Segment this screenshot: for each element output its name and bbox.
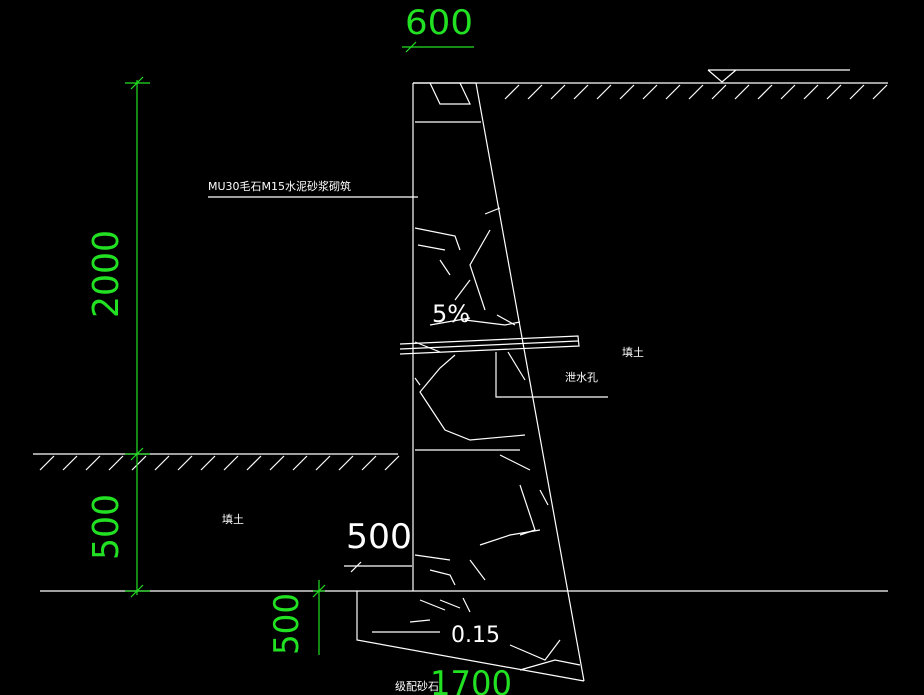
hatch-stroke [39,455,55,471]
fill-soil-left-label: 填土 [222,512,244,526]
hatch-stroke [665,84,681,100]
hatch-stroke [826,84,842,100]
hatch-stroke [246,455,262,471]
hatch-stroke [573,84,589,100]
hatch-stroke [734,84,750,100]
base-width-dimension: 1700 [430,664,512,695]
toe-dimension-line [344,561,412,573]
hatch-stroke [642,84,658,100]
drain-pipe [399,335,608,398]
lower-height-dimension: 500 [86,494,127,560]
hatch-stroke [292,455,308,471]
vertical-dimension-line [125,76,150,598]
hatch-stroke [504,84,520,100]
hatch-stroke [154,455,170,471]
base-ratio-label: 0.15 [451,623,500,648]
hatch-stroke [361,455,377,471]
hatch-stroke [527,84,543,100]
rubble-stone-texture [372,82,581,671]
hatch-stroke [200,455,216,471]
hatch-stroke [849,84,865,100]
hatch-stroke [315,455,331,471]
hatch-stroke [223,455,239,471]
hatch-stroke [85,455,101,471]
toe-width-dimension: 500 [346,517,412,557]
hatch-stroke [803,84,819,100]
hatch-stroke [384,455,400,471]
slope-label: 5% [432,300,470,328]
top-ground-line [413,69,888,84]
hatch-stroke [62,455,78,471]
hatch-stroke [131,455,147,471]
hatch-stroke [338,455,354,471]
base-material-label: 级配砂石 [395,680,439,693]
wall-material-label: MU30毛石M15水泥砂浆砌筑 [208,179,351,193]
middle-ground-hatch [39,455,400,471]
hatch-stroke [872,84,888,100]
hatch-stroke [619,84,635,100]
hatch-stroke [177,455,193,471]
upper-height-dimension: 2000 [86,230,127,318]
hatch-stroke [688,84,704,100]
hatch-stroke [596,84,612,100]
top-width-dimension-line [402,41,474,53]
hatch-stroke [711,84,727,100]
wall-outline [356,82,585,682]
footing-dimension-line [312,580,326,655]
footing-depth-dimension: 500 [267,593,307,655]
hatch-stroke [757,84,773,100]
hatch-stroke [550,84,566,100]
drain-hole-label: 泄水孔 [565,371,598,384]
hatch-stroke [780,84,796,100]
top-ground-hatch [504,84,888,100]
hatch-stroke [269,455,285,471]
top-width-dimension: 600 [405,3,473,43]
hatch-stroke [108,455,124,471]
fill-soil-right-label: 填土 [622,345,644,359]
